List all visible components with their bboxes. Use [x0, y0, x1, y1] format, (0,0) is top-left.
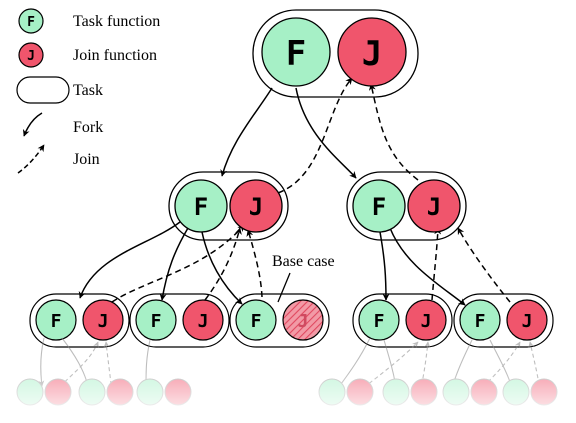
legend-fork-arrow	[22, 112, 43, 137]
legend-task: Task	[16, 76, 103, 104]
legend-join-function-icon: J	[27, 49, 35, 64]
fork-arrow	[159, 227, 189, 301]
task-level2-5: F J	[459, 299, 548, 341]
join-function-node	[405, 299, 447, 341]
task-function-node	[459, 299, 501, 341]
task-function-letter: F	[286, 34, 306, 74]
task-level1-left: F J	[174, 179, 283, 233]
base-case-pointer	[277, 272, 291, 303]
base-case-annotation: Base case	[272, 253, 335, 303]
legend-task-function: F Task function	[18, 8, 160, 34]
join-function-node	[182, 299, 224, 341]
join-function-node	[229, 179, 283, 233]
fork-arrow	[220, 87, 273, 177]
join-arrow	[204, 227, 242, 301]
join-arrow	[111, 224, 245, 303]
join-function-letter: J	[427, 193, 441, 221]
join-function-node	[337, 17, 407, 87]
task-function-node	[235, 299, 277, 341]
legend-join-function: J Join function	[18, 42, 157, 68]
task-function-letter: F	[374, 311, 385, 332]
task-function-node	[135, 299, 177, 341]
join-function-letter-skipped: J	[298, 311, 309, 332]
join-function-letter: J	[98, 311, 109, 332]
task-function-node	[174, 179, 228, 233]
join-arrows	[111, 77, 511, 308]
base-case-label: Base case	[272, 253, 335, 270]
join-arrow-faint	[528, 341, 541, 393]
legend-fork-label: Fork	[73, 119, 103, 136]
task-function-node	[261, 17, 331, 87]
fork-arrow	[389, 227, 466, 306]
join-arrow	[368, 83, 419, 181]
fork-arrow	[201, 231, 243, 305]
legend-join-arrow	[17, 144, 45, 174]
join-function-node	[506, 299, 548, 341]
task-function-letter: F	[51, 311, 62, 332]
legend-join: Join	[17, 144, 100, 174]
fade-overlay	[0, 372, 576, 423]
join-function-node-skipped	[282, 299, 324, 341]
join-arrow-faint	[477, 341, 521, 393]
join-function-letter: J	[198, 311, 209, 332]
task-function-letter: F	[251, 311, 262, 332]
fork-arrow	[78, 221, 181, 299]
join-function-letter: J	[522, 311, 533, 332]
fork-arrow	[379, 231, 390, 301]
legend-task-capsule	[16, 76, 70, 104]
task-function-letter: F	[475, 311, 486, 332]
legend-join-function-label: Join function	[73, 47, 157, 64]
task-function-node	[352, 179, 406, 233]
task-level2-4: F J	[358, 299, 447, 341]
task-function-letter: F	[194, 193, 208, 221]
legend-fork: Fork	[22, 112, 103, 137]
task-root: F J	[261, 17, 407, 87]
fork-arrows	[78, 87, 466, 306]
legend-join-label: Join	[73, 151, 100, 168]
join-function-letter: J	[421, 311, 432, 332]
fork-arrow	[295, 87, 357, 179]
task-function-letter: F	[372, 193, 386, 221]
task-function-letter: F	[151, 311, 162, 332]
legend-task-function-label: Task function	[73, 13, 160, 30]
task-level1-right: F J	[352, 179, 461, 233]
join-arrow	[457, 227, 511, 303]
legend-task-function-icon: F	[27, 15, 35, 30]
join-arrow	[277, 77, 353, 194]
join-function-letter: J	[362, 34, 382, 74]
task-level2-2: F J	[135, 299, 224, 341]
join-arrow	[431, 227, 442, 301]
task-level2-base-case: F J	[235, 299, 324, 341]
task-function-node	[35, 299, 77, 341]
task-level2-1: F J	[35, 299, 124, 341]
join-function-node	[82, 299, 124, 341]
legend-task-label: Task	[73, 82, 103, 99]
join-arrow	[246, 229, 263, 308]
task-function-node	[358, 299, 400, 341]
join-function-node	[407, 179, 461, 233]
join-arrow-faint	[103, 341, 113, 393]
legend: F Task function J Join function Task For…	[16, 8, 160, 174]
join-function-letter: J	[249, 193, 263, 221]
